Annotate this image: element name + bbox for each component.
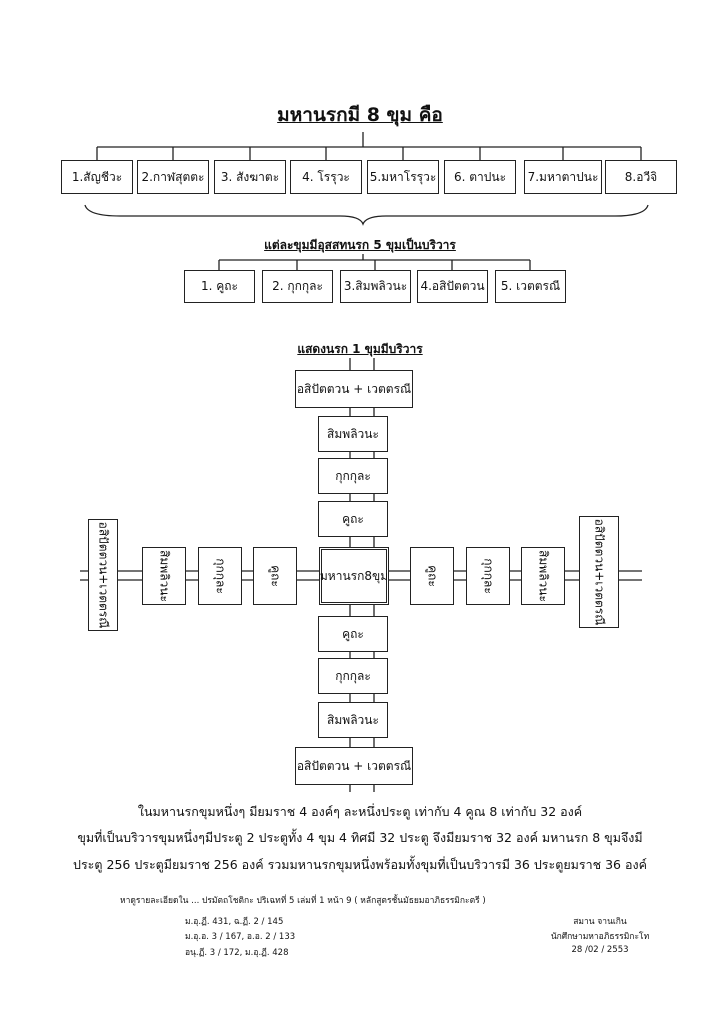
reference-line-1: ม.อุ.ฏี. 431, ฉ.ฏี. 2 / 145 [185, 917, 284, 927]
paragraph-line-3: ประตู 256 ประตูมียมราช 256 องค์ รวมมหานร… [73, 857, 647, 872]
right-box-1: คูถะ [410, 547, 454, 605]
right-box-3: สิมพลิวนะ [521, 547, 565, 605]
sub-title: แต่ละขุมมีอุสสทนรก 5 ขุมเป็นบริวาร [264, 238, 456, 252]
paragraph-line-2: ขุมที่เป็นบริวารขุมหนึ่งๆมีประตู 2 ประตู… [77, 830, 643, 845]
top-box-2: สิมพลิวนะ [318, 416, 388, 452]
left-box-2: สิมพลิวนะ [142, 547, 186, 605]
sub-hell-1: 1. คูถะ [184, 270, 255, 303]
left-box-1: อสิปัตตวน+เวตตรณี [88, 519, 118, 631]
right-box-2: กุกกุละ [466, 547, 510, 605]
bottom-box-2: กุกกุละ [318, 658, 388, 694]
sub-hell-5: 5. เวตตรณี [495, 270, 566, 303]
main-hell-8: 8.อวีจิ [605, 160, 677, 194]
page-title: มหานรกมี 8 ขุม คือ [277, 104, 443, 126]
main-hell-1: 1.สัญชีวะ [61, 160, 133, 194]
left-box-3: กุกกุละ [198, 547, 242, 605]
sub-hell-4: 4.อสิปัตตวน [417, 270, 488, 303]
reference-lead: หาดูรายละเอียดใน ... ปรมัตถโชติกะ ปริเฉท… [120, 896, 486, 906]
sub-hell-3: 3.สิมพลิวนะ [340, 270, 411, 303]
bottom-box-1: คูถะ [318, 616, 388, 652]
diagram-title: แสดงนรก 1 ขุมมีบริวาร [297, 342, 423, 356]
reference-line-3: อนุ.ฏี. 3 / 172, ม.อุ.ฏี. 428 [185, 948, 289, 958]
top-box-1: อสิปัตตวน + เวตตรณี [295, 370, 413, 408]
left-box-4: คูถะ [253, 547, 297, 605]
bottom-box-3: สิมพลิวนะ [318, 702, 388, 738]
main-hell-2: 2.กาฬสุตตะ [137, 160, 209, 194]
bottom-box-4: อสิปัตตวน + เวตตรณี [295, 747, 413, 785]
main-hell-7: 7.มหาตาปนะ [524, 160, 602, 194]
sub-hell-2: 2. กุกกุละ [262, 270, 333, 303]
author-role: นักศึกษามหาอภิธรรมิกะโท [550, 932, 650, 942]
paragraph-line-1: ในมหานรกขุมหนึ่งๆ มียมราช 4 องค์ๆ ละหนึ่… [137, 804, 583, 819]
center-box: มหานรก8ขุม [319, 547, 389, 605]
top-box-4: คูถะ [318, 501, 388, 537]
author-name: สมาน จานเกิน [573, 917, 627, 927]
right-box-4: อสิปัตตวน+เวตตรณี [579, 516, 619, 628]
author-date: 28 /02 / 2553 [571, 945, 629, 955]
main-hell-4: 4. โรรุวะ [290, 160, 362, 194]
main-hell-6: 6. ตาปนะ [444, 160, 516, 194]
main-hell-5: 5.มหาโรรุวะ [367, 160, 439, 194]
reference-line-2: ม.อุ.อ. 3 / 167, อ.อ. 2 / 133 [185, 932, 296, 942]
main-hell-3: 3. สังฆาตะ [214, 160, 286, 194]
top-box-3: กุกกุละ [318, 458, 388, 494]
